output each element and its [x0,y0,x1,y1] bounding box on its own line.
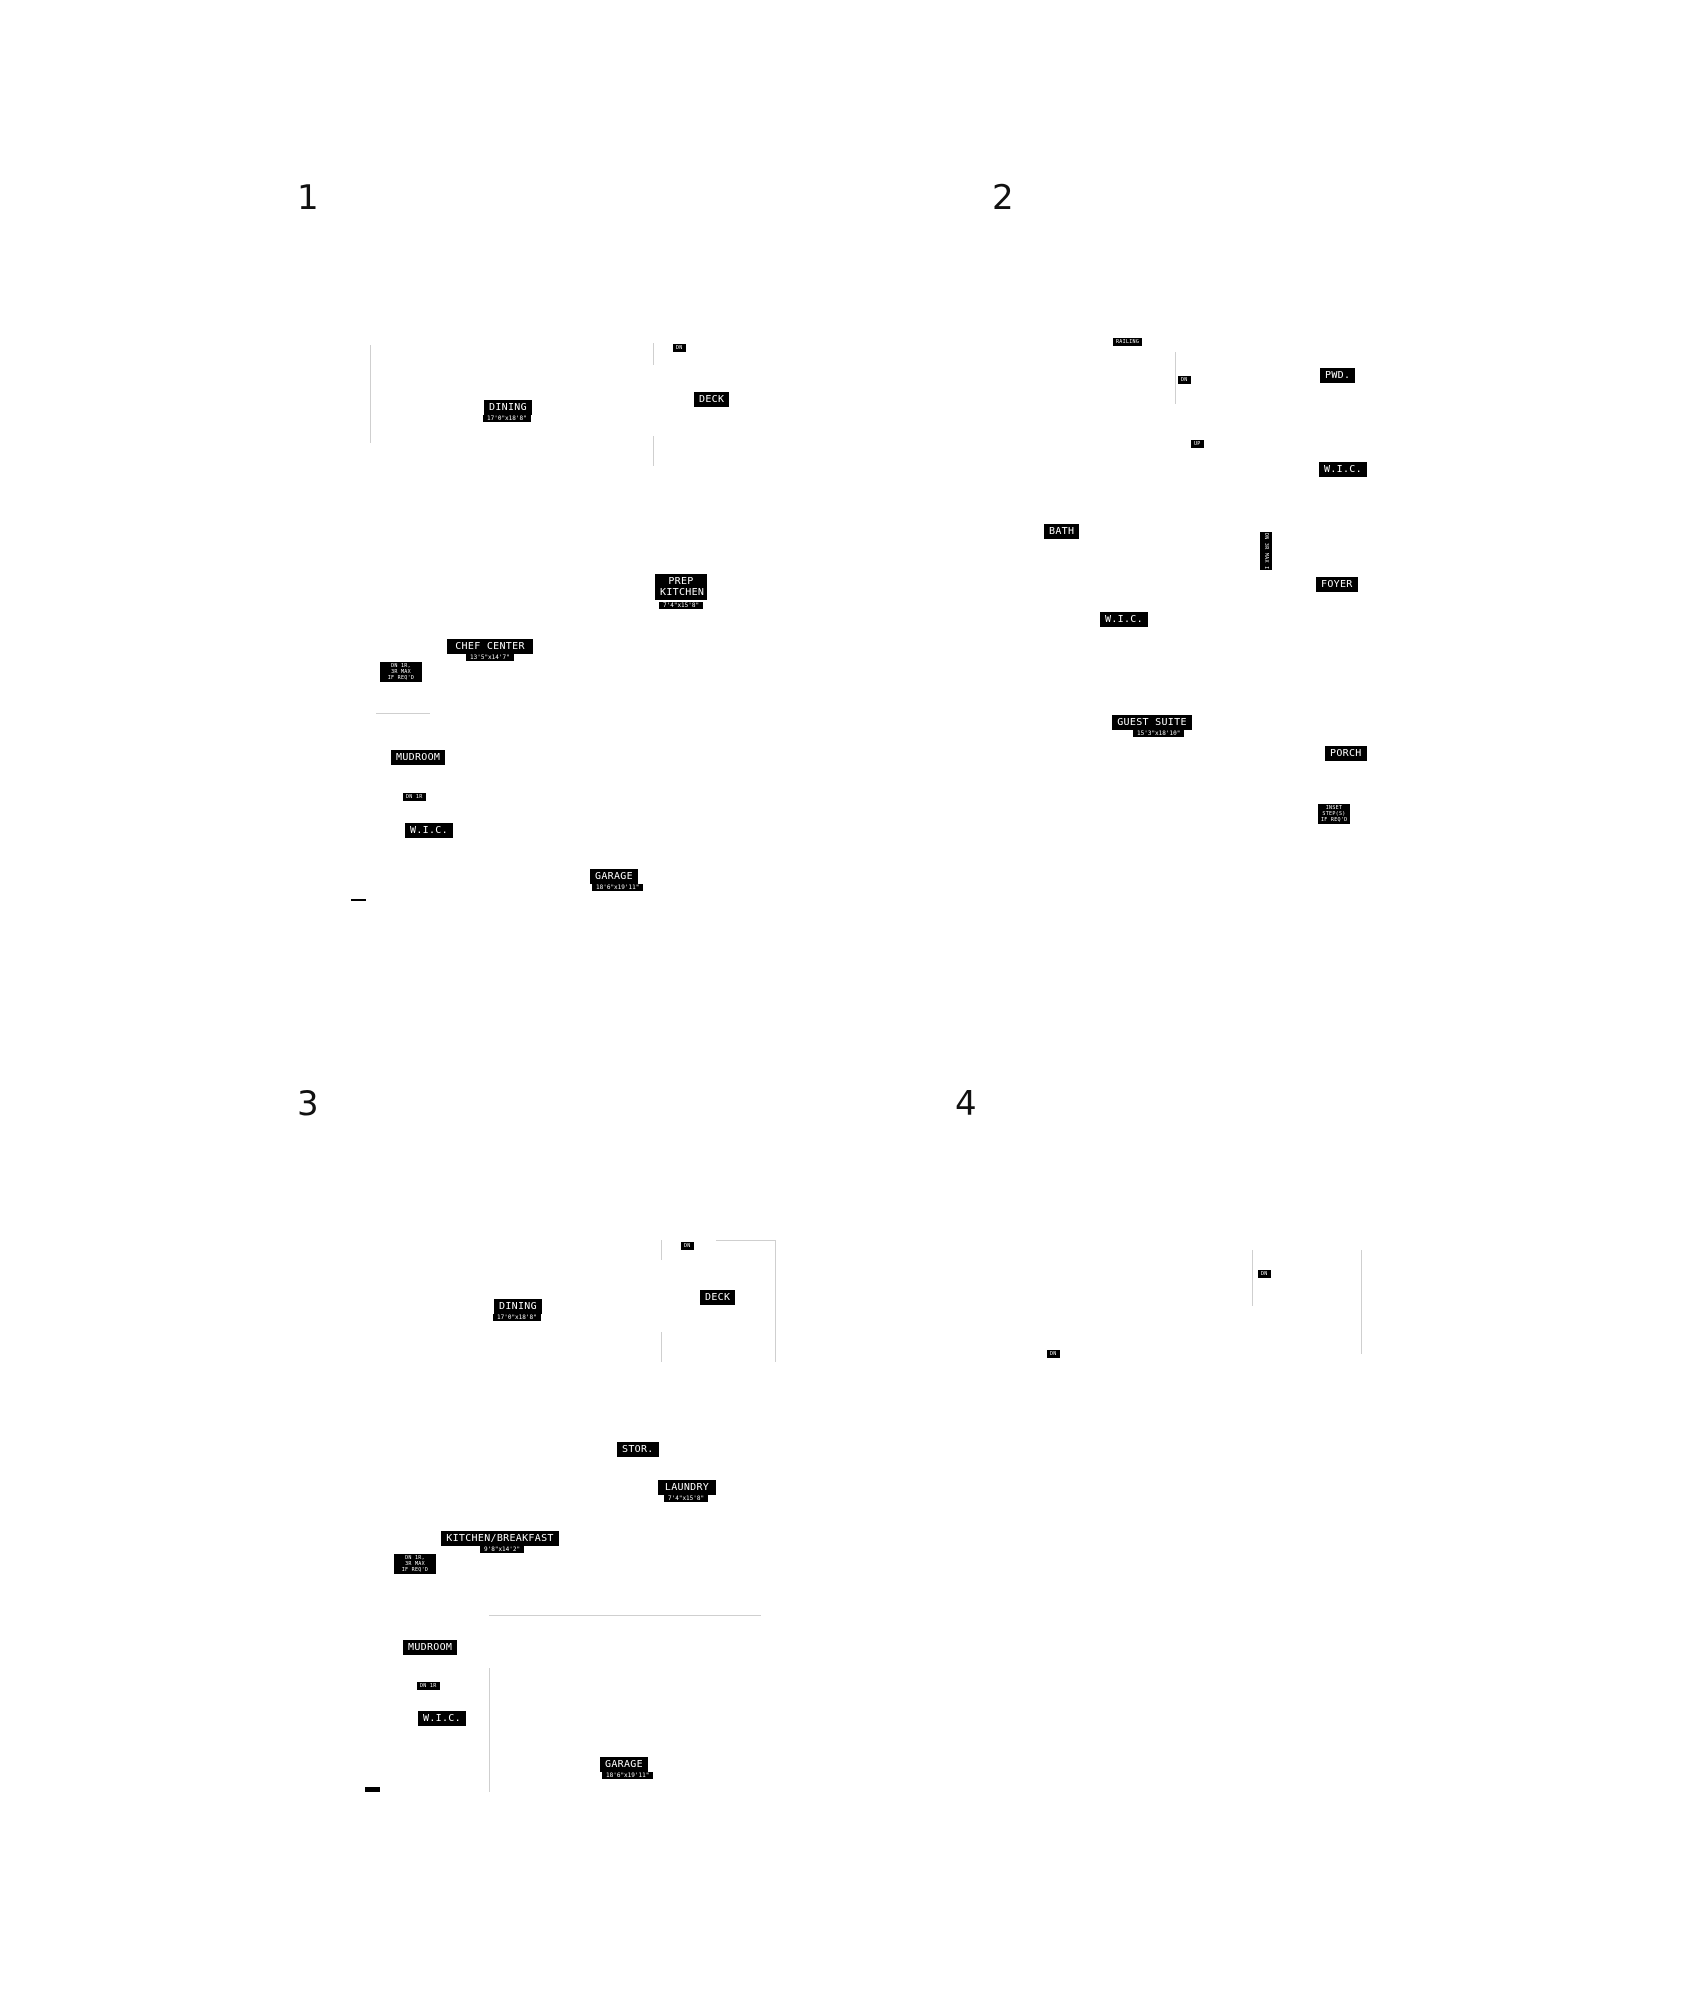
room-dim-garage: 18'6"x19'11" [602,1772,654,1779]
room-label-garage: GARAGE [590,869,638,884]
panel-number-3: 3 [297,1084,319,1124]
stair-note-line-1: DN 1R, [405,1555,425,1561]
stair-note-line-2: 3R MAX [391,669,411,675]
room-label-dining: DINING [484,400,532,415]
inset-note-line-3: IF REQ'D [1321,817,1348,823]
dn-label: DN [673,344,686,352]
wall-line [370,345,371,443]
room-label-wic: W.I.C. [418,1711,466,1726]
room-dim-kitchen-breakfast: 9'8"x14'2" [480,1546,525,1553]
stair-note-line-3: IF REQ'D [387,675,415,681]
dn-1r-label: DN 1R [417,1682,440,1690]
room-dim-dining: 17'0"x18'8" [483,415,531,422]
wall-line [1175,352,1176,404]
room-label-deck: DECK [700,1290,736,1305]
door-mark [351,899,366,901]
room-label-wic-left: W.I.C. [1100,612,1148,627]
room-label-pwd: PWD. [1320,368,1356,383]
room-dim-guest-suite: 15'3"x18'10" [1133,730,1185,737]
stair-note-line-1: DN 1R, [391,663,411,669]
stair-note: DN 1R, 3R MAX IF REQ'D [394,1554,436,1574]
room-label-wic: W.I.C. [405,823,453,838]
room-label-bath: BATH [1044,524,1080,539]
stair-note-line-2: 3R MAX [405,1561,425,1567]
stair-note: DN 1R, 3R MAX IF REQ'D [380,662,422,682]
wall-line [653,436,654,466]
wall-line [653,343,654,365]
dn-1r-label: DN 1R [403,793,426,801]
prep-kitchen-line-2: KITCHEN [660,587,705,598]
wall-line [1361,1250,1362,1354]
up-label: UP [1191,440,1204,448]
prep-kitchen-line-1: PREP [668,576,694,587]
stair-note-vertical: DN 3R MAX IF REQ'D [1260,532,1272,593]
room-label-mudroom: MUDROOM [403,1640,458,1655]
dn-label: DN [681,1242,694,1250]
room-dim-chef-center: 13'5"x14'7" [466,654,514,661]
panel-number-4: 4 [955,1084,977,1124]
panel-number-1: 1 [297,178,319,218]
dn-label-left: DN [1047,1350,1060,1358]
room-label-dining: DINING [494,1299,542,1314]
stair-note-line-3: IF REQ'D [401,1567,429,1573]
room-label-porch: PORCH [1325,746,1367,761]
room-label-garage: GARAGE [600,1757,648,1772]
wall-line [775,1240,776,1362]
wall-line [661,1240,662,1260]
wall-line [376,713,430,714]
inset-step-note: INSET STEP(S) IF REQ'D [1318,804,1350,824]
room-dim-laundry: 7'4"x15'8" [664,1495,709,1502]
room-label-kitchen-breakfast: KITCHEN/BREAKFAST [441,1531,559,1546]
room-dim-prep-kitchen: 7'4"x15'8" [659,602,704,609]
railing-label: RAILING [1113,338,1143,346]
room-label-stor: STOR. [617,1442,659,1457]
room-label-guest-suite: GUEST SUITE [1112,715,1192,730]
wall-line [489,1615,761,1616]
wall-line [661,1332,662,1362]
room-label-wic-right: W.I.C. [1319,462,1367,477]
room-label-chef-center: CHEF CENTER [447,639,533,654]
wall-line [1252,1250,1253,1306]
room-label-mudroom: MUDROOM [391,750,446,765]
wall-line [489,1668,490,1792]
room-dim-garage: 18'6"x19'11" [592,884,644,891]
panel-number-2: 2 [992,178,1014,218]
room-dim-dining: 17'0"x18'8" [493,1314,541,1321]
room-label-laundry: LAUNDRY [658,1480,716,1495]
door-mark [365,1787,380,1792]
room-label-deck: DECK [694,392,730,407]
dn-label: DN [1178,376,1191,384]
inset-note-line-1: INSET [1325,805,1343,811]
room-label-foyer: FOYER [1316,577,1358,592]
dn-label-right: DN [1258,1270,1271,1278]
room-label-prep-kitchen: PREP KITCHEN [655,574,707,600]
wall-line [716,1240,776,1241]
inset-note-line-2: STEP(S) [1322,811,1346,817]
